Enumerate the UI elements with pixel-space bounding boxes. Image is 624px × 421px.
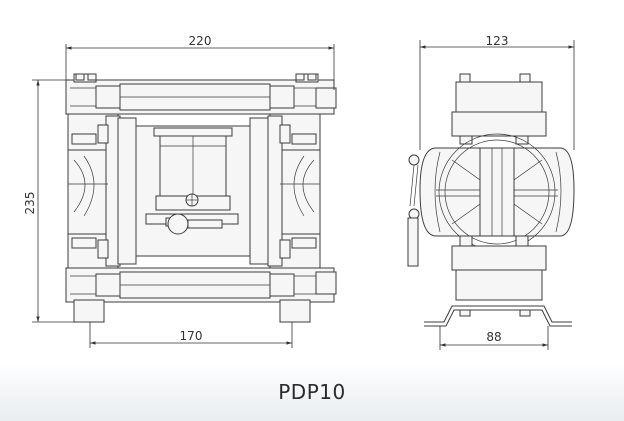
side-base-dimension: 88 [439,326,549,350]
front-view: 220 235 170 [23,34,337,348]
front-width-dimension: 220 [65,34,335,90]
center-air-motor [135,125,251,257]
right-chamber [249,113,321,269]
clamp-fitting-icon [408,154,420,166]
side-width-dimension: 123 [419,34,575,150]
front-height-label: 235 [23,192,37,215]
front-bolts [75,73,317,81]
air-inlet-knob-icon [167,213,189,235]
model-caption: PDP10 [278,380,346,404]
side-base-label: 88 [486,330,501,344]
front-height-dimension: 235 [23,79,76,323]
left-chamber [67,113,137,269]
top-manifold [65,73,337,115]
front-width-label: 220 [189,34,212,48]
side-width-label: 123 [486,34,509,48]
front-base-label: 170 [180,329,203,343]
bottom-manifold [65,267,337,323]
front-base-dimension: 170 [89,322,293,348]
side-view: 123 88 [407,34,575,350]
